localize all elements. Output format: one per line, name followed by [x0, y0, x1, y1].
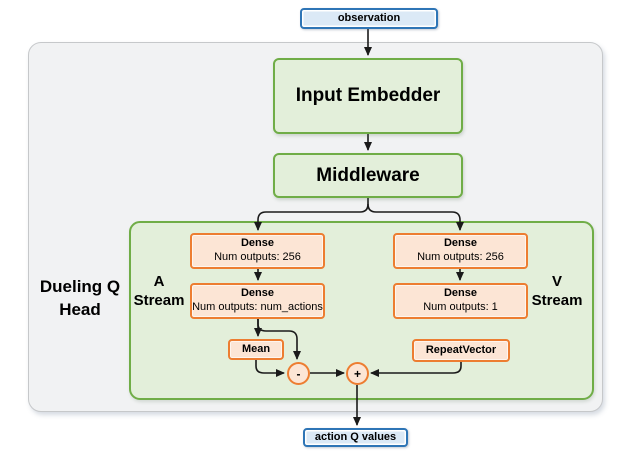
v-stream-label: V Stream	[531, 273, 583, 309]
minus-sign: -	[296, 366, 301, 381]
repeat-vector-node: RepeatVector	[412, 339, 510, 362]
a-dense2-node: Dense Num outputs: num_actions	[190, 283, 325, 319]
observation-node: observation	[300, 8, 438, 29]
dueling-q-head-label: Dueling Q Head	[39, 277, 121, 319]
v-dense2-title: Dense	[443, 287, 478, 300]
mean-label: Mean	[241, 342, 271, 355]
a-dense2-subtitle: Num outputs: num_actions	[192, 301, 323, 313]
subtract-op-node: -	[287, 362, 310, 385]
action-q-values-label: action Q values	[314, 430, 397, 443]
observation-label: observation	[337, 11, 401, 24]
mean-node: Mean	[228, 339, 284, 360]
middleware-label: Middleware	[316, 164, 420, 186]
action-q-values-node: action Q values	[303, 428, 408, 447]
plus-sign: +	[353, 366, 361, 381]
input-embedder-label: Input Embedder	[295, 85, 441, 107]
v-dense2-subtitle: Num outputs: 1	[423, 301, 498, 313]
input-embedder-node: Input Embedder	[273, 58, 463, 134]
a-dense1-title: Dense	[240, 237, 275, 250]
v-dense2-node: Dense Num outputs: 1	[393, 283, 528, 319]
a-dense1-subtitle: Num outputs: 256	[214, 251, 301, 263]
v-dense1-subtitle: Num outputs: 256	[417, 251, 504, 263]
add-op-node: +	[346, 362, 369, 385]
a-dense1-node: Dense Num outputs: 256	[190, 233, 325, 269]
v-dense1-title: Dense	[443, 237, 478, 250]
a-dense2-title: Dense	[240, 287, 275, 300]
v-dense1-node: Dense Num outputs: 256	[393, 233, 528, 269]
repeat-vector-label: RepeatVector	[425, 343, 497, 356]
a-stream-label: A Stream	[133, 273, 185, 309]
middleware-node: Middleware	[273, 153, 463, 198]
